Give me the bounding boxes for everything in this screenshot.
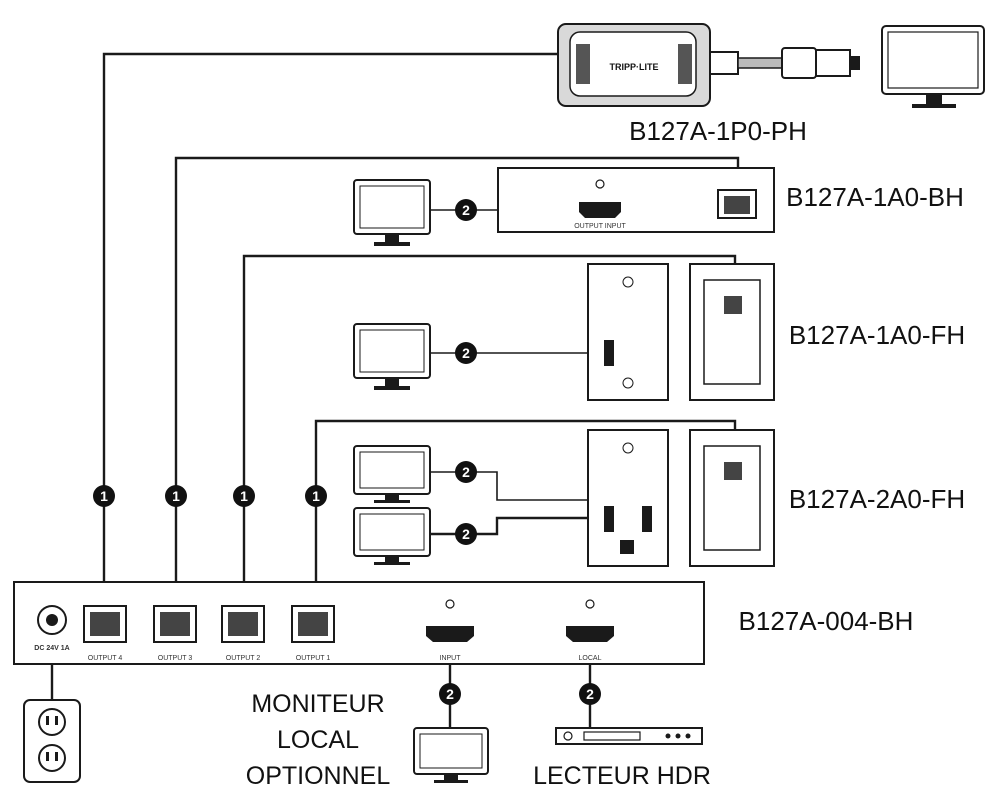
pusb-brand-text: TRIPP·LITE <box>610 62 659 72</box>
media-player-icon <box>555 727 703 745</box>
monitor-icon <box>353 507 431 565</box>
svg-text:1: 1 <box>312 488 320 504</box>
rx-box: OUTPUT INPUT <box>497 167 775 233</box>
label-rx-wall1: B127A-1A0-FH <box>789 320 965 350</box>
svg-text:2: 2 <box>462 202 470 218</box>
rx-wallplate-1 <box>587 263 775 401</box>
rj45-port-icon <box>83 605 127 643</box>
svg-text:2: 2 <box>462 464 470 480</box>
monitor-icon <box>353 323 431 390</box>
hdmi-port-icon <box>426 626 474 642</box>
rx-box-port-label: OUTPUT INPUT <box>574 223 626 230</box>
label-splitter: B127A-004-BH <box>739 606 914 636</box>
badge-hdmi-2: 2 <box>455 523 477 545</box>
port-label-power: DC 24V 1A <box>34 645 69 652</box>
hdmi-port-icon <box>579 202 621 218</box>
port-label-input: INPUT <box>440 655 462 662</box>
usb-cable-icon <box>781 47 860 79</box>
monitor-icon <box>353 445 431 503</box>
label-rx-box: B127A-1A0-BH <box>786 182 964 212</box>
svg-text:2: 2 <box>462 345 470 361</box>
badge-hdmi-2: 2 <box>579 683 601 705</box>
label-local-monitor-1: MONITEUR <box>251 690 384 718</box>
label-local-monitor-2: LOCAL <box>277 726 359 754</box>
badge-hdmi-2: 2 <box>455 342 477 364</box>
pusb-transmitter: TRIPP·LITE <box>557 23 860 107</box>
rj45-port-icon <box>717 189 757 219</box>
svg-text:2: 2 <box>446 686 454 702</box>
port-label-out4: OUTPUT 4 <box>88 655 123 662</box>
port-label-local: LOCAL <box>579 655 602 662</box>
label-local-monitor-3: OPTIONNEL <box>246 762 391 790</box>
monitor-icon <box>353 179 431 246</box>
port-label-out2: OUTPUT 2 <box>226 655 261 662</box>
badge-hdmi-2: 2 <box>455 461 477 483</box>
rj45-port-icon <box>221 605 265 643</box>
label-rx-wall2: B127A-2A0-FH <box>789 484 965 514</box>
port-label-out1: OUTPUT 1 <box>296 655 331 662</box>
svg-text:2: 2 <box>586 686 594 702</box>
outlet-icon <box>23 699 81 783</box>
monitor-icon <box>413 727 489 783</box>
svg-text:2: 2 <box>462 526 470 542</box>
splitter: DC 24V 1A OUTPUT 4 OUTPUT 3 OUTPUT 2 OUT… <box>13 581 705 665</box>
cat-cable-output4 <box>102 52 562 606</box>
svg-text:1: 1 <box>240 488 248 504</box>
badge-cat-1: 1 <box>93 485 115 507</box>
svg-text:1: 1 <box>100 488 108 504</box>
badge-cat-1: 1 <box>165 485 187 507</box>
svg-text:1: 1 <box>172 488 180 504</box>
monitor-icon <box>881 25 985 108</box>
label-hdr-player: LECTEUR HDR <box>533 762 711 790</box>
badge-hdmi-2: 2 <box>439 683 461 705</box>
rj45-port-icon <box>153 605 197 643</box>
power-jack-icon <box>37 605 67 635</box>
label-pusb: B127A-1P0-PH <box>629 116 807 146</box>
rj45-port-icon <box>291 605 335 643</box>
rx-wallplate-2 <box>587 429 775 567</box>
badge-cat-1: 1 <box>305 485 327 507</box>
hdmi-port-icon <box>566 626 614 642</box>
port-label-out3: OUTPUT 3 <box>158 655 193 662</box>
badge-cat-1: 1 <box>233 485 255 507</box>
badge-hdmi-2: 2 <box>455 199 477 221</box>
